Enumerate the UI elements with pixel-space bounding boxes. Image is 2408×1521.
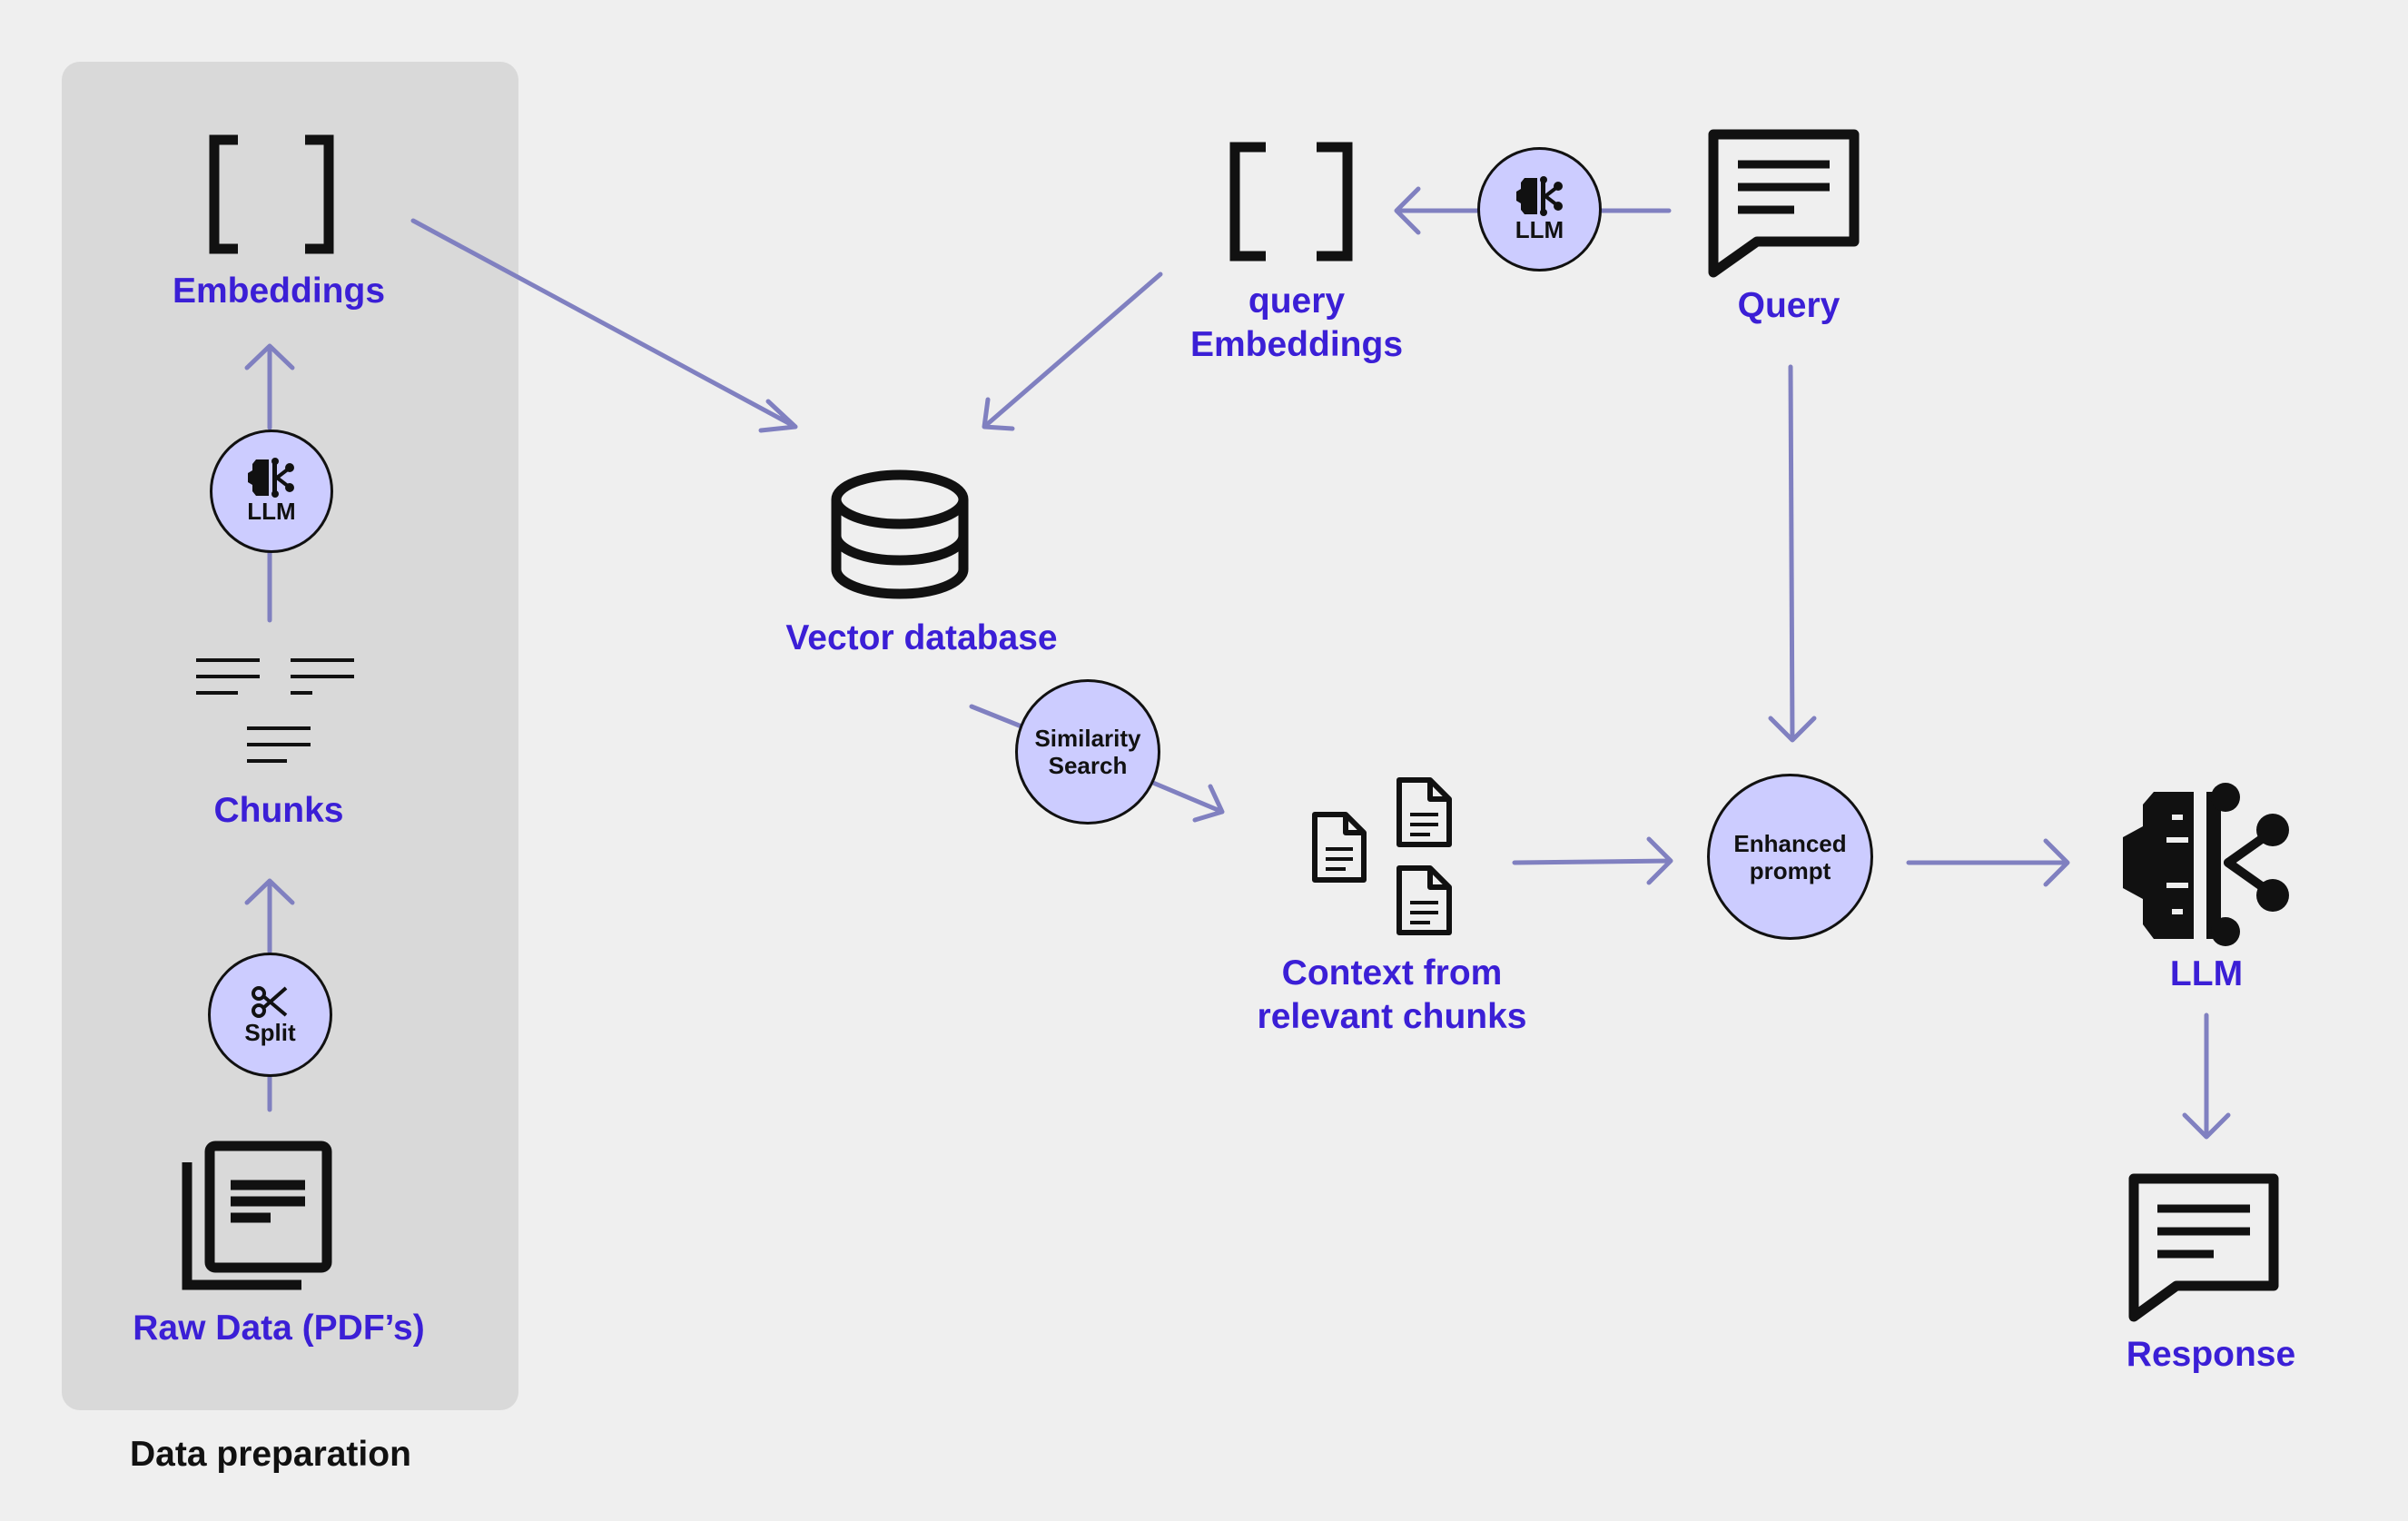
arrow-vectordb-to-similarity bbox=[969, 704, 1024, 729]
llm-label: LLM bbox=[2169, 954, 2244, 993]
query-label: Query bbox=[1737, 286, 1841, 325]
scissors-icon bbox=[251, 985, 287, 1018]
llm-node-prep-label: LLM bbox=[247, 498, 296, 525]
response-speech-bubble-icon bbox=[2128, 1173, 2279, 1322]
arrow-similarity-to-context bbox=[1150, 780, 1225, 823]
split-node: Split bbox=[208, 953, 332, 1077]
arrow-prompt-to-llm bbox=[1906, 838, 2070, 887]
chunks-text-icon bbox=[196, 658, 354, 763]
split-node-label: Split bbox=[244, 1018, 296, 1046]
data-preparation-caption: Data preparation bbox=[130, 1435, 411, 1474]
query-embeddings-bracket-icon bbox=[1229, 142, 1353, 262]
embeddings-bracket-icon bbox=[209, 134, 334, 254]
embeddings-label: Embeddings bbox=[172, 272, 386, 311]
query-speech-bubble-icon bbox=[1708, 129, 1860, 278]
enhanced-prompt-node: Enhanced prompt bbox=[1707, 774, 1873, 940]
similarity-search-node: Similarity Search bbox=[1015, 679, 1160, 825]
llm-brain-icon bbox=[1515, 175, 1563, 216]
llm-node-query-label: LLM bbox=[1515, 215, 1564, 243]
similarity-search-line1: Similarity bbox=[1034, 725, 1141, 752]
query-embeddings-label: query Embeddings bbox=[1126, 280, 1467, 367]
arrow-query-to-prompt bbox=[1768, 364, 1817, 743]
raw-data-label: Raw Data (PDF’s) bbox=[133, 1309, 425, 1348]
context-label-line2: relevant chunks bbox=[1257, 997, 1527, 1036]
raw-data-documents-icon bbox=[182, 1141, 332, 1290]
response-label: Response bbox=[2126, 1335, 2296, 1374]
arrow-query-embeddings-to-vectordb bbox=[982, 272, 1163, 431]
arrow-embeddings-to-vectordb bbox=[410, 218, 798, 433]
arrow-llm-to-embeddings bbox=[244, 343, 295, 430]
llm-node-prep: LLM bbox=[210, 430, 333, 553]
context-label: Context from relevant chunks bbox=[1217, 952, 1567, 1039]
arrow-split-to-chunks bbox=[244, 878, 295, 954]
enhanced-prompt-line2: prompt bbox=[1749, 856, 1831, 884]
arrow-context-to-prompt bbox=[1512, 836, 1673, 885]
enhanced-prompt-line1: Enhanced bbox=[1733, 829, 1847, 857]
arrow-llm-to-response bbox=[2182, 1012, 2231, 1140]
arrow-llm-to-query-embeddings bbox=[1394, 186, 1481, 235]
database-icon bbox=[831, 469, 969, 599]
llm-brain-icon bbox=[248, 458, 294, 498]
llm-node-query: LLM bbox=[1477, 147, 1602, 272]
context-documents-icon bbox=[1312, 777, 1452, 935]
chunks-label: Chunks bbox=[213, 791, 344, 830]
llm-brain-network-icon bbox=[2123, 783, 2289, 946]
similarity-search-line2: Search bbox=[1048, 752, 1128, 779]
vector-database-label: Vector database bbox=[785, 618, 1058, 657]
query-embeddings-label-line1: query bbox=[1248, 281, 1346, 321]
query-embeddings-label-line2: Embeddings bbox=[1189, 325, 1404, 364]
context-label-line1: Context from bbox=[1281, 953, 1503, 993]
